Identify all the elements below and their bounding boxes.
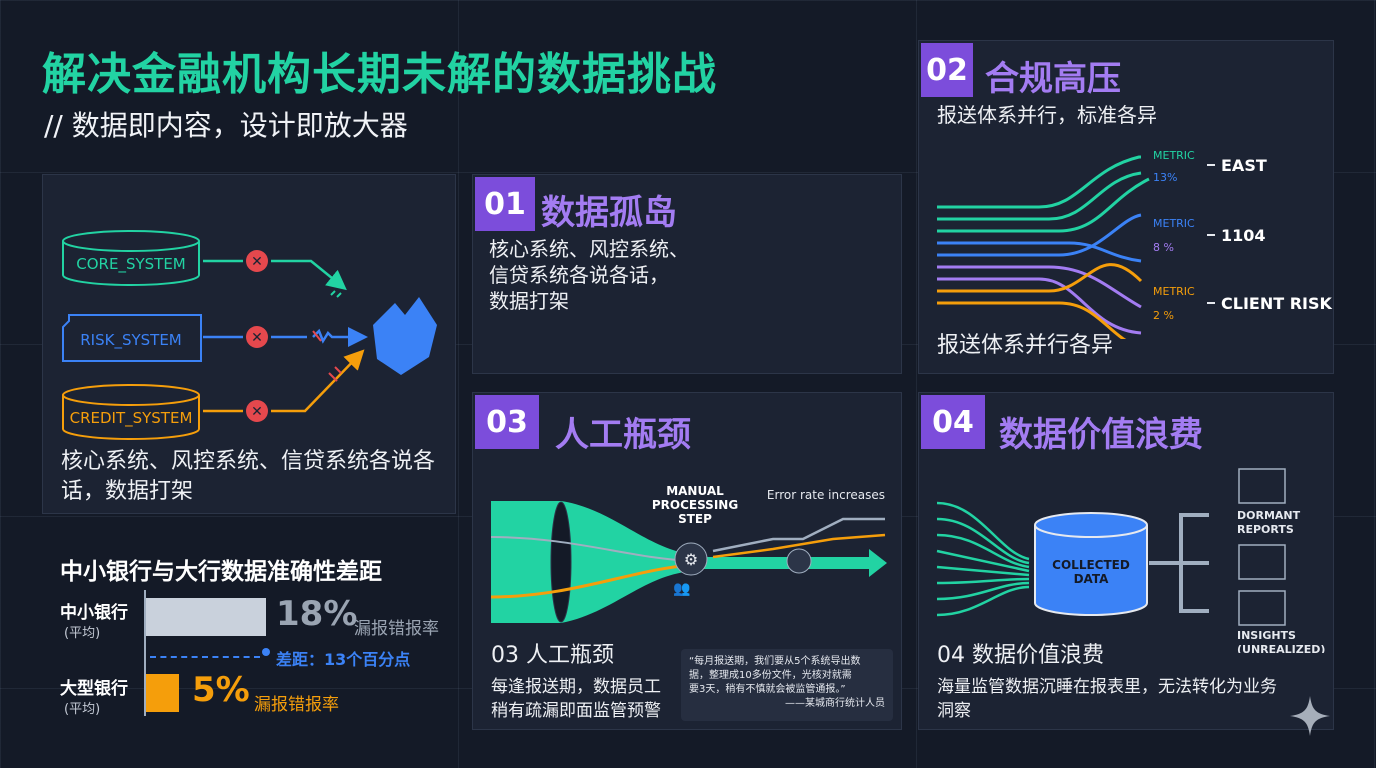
- quote-line-3: 要3天，稍有不慎就会被监管通报。”: [689, 684, 846, 695]
- report-doc-icon: [1238, 590, 1286, 626]
- card-04-desc-1: 海量监管数据沉睡在报表里，无法转化为业务: [937, 677, 1277, 697]
- risk-system-label: RISK_SYSTEM: [80, 331, 182, 350]
- page-subtitle: // 数据即内容，设计即放大器: [44, 109, 408, 142]
- wasted-value-diagram: COLLECTED DATA DORMANT REPORTS INSIGHTS …: [936, 468, 1325, 653]
- sparkle-icon: [1290, 696, 1330, 736]
- card-04-subtitle: 04 数据价值浪费: [937, 643, 1104, 668]
- small-bank-desc: 漏报错报率: [354, 619, 439, 639]
- svg-text:⚙: ⚙: [684, 550, 698, 569]
- small-bank-label: 中小银行: [60, 603, 128, 623]
- quote-author: ——某城商行统计人员: [785, 698, 885, 709]
- accuracy-section: 中小银行与大行数据准确性差距 中小银行 (平均) 18% 漏报错报率 差距：13…: [42, 532, 456, 732]
- target-1104: 1104: [1221, 226, 1266, 245]
- error-point-icon: [786, 548, 812, 574]
- large-bank-label: 大型银行: [60, 679, 128, 699]
- card-01-number: 01: [475, 177, 535, 231]
- people-icon: 👥: [673, 581, 690, 597]
- silo-caption: 核心系统、风控系统、信贷系统各说各话，数据打架: [61, 449, 436, 504]
- card-02-desc: 报送体系并行，标准各异: [937, 103, 1157, 127]
- card-03-desc-1: 每逢报送期，数据员工: [491, 677, 661, 697]
- error-rate-label: Error rate increases: [767, 488, 885, 502]
- page-title: 解决金融机构长期未解的数据挑战: [42, 49, 717, 100]
- large-bank-value: 5%: [192, 670, 250, 710]
- small-bank-bar: [146, 598, 266, 636]
- small-bank-value: 18%: [276, 594, 358, 634]
- card-04-number: 04: [921, 395, 985, 449]
- quote-line-1: “每月报送期，我们要从5个系统导出数: [689, 656, 861, 667]
- error-x-icon: ✕: [246, 250, 268, 272]
- out-top-2: REPORTS: [1237, 523, 1294, 536]
- large-bank-desc: 漏报错报率: [254, 695, 339, 715]
- card-03-desc-2: 稍有疏漏即面监管预警: [491, 701, 661, 721]
- gear-icon: [674, 542, 708, 576]
- core-system-label: CORE_SYSTEM: [76, 255, 185, 274]
- error-x-icon: ✕: [246, 326, 268, 348]
- metric-value-1: 13%: [1153, 171, 1177, 184]
- card-03-number: 03: [475, 395, 539, 449]
- gap-label: 差距：13个百分点: [276, 650, 411, 669]
- card-01-line-1: 核心系统、风控系统、: [489, 237, 689, 261]
- credit-system-db: CREDIT_SYSTEM: [62, 384, 200, 440]
- svg-text:✕: ✕: [251, 404, 263, 420]
- card-01-line-2: 信贷系统各说各话，: [489, 263, 669, 287]
- credit-system-label: CREDIT_SYSTEM: [70, 409, 193, 428]
- step-label-2: PROCESSING: [652, 498, 738, 512]
- svg-text:✕: ✕: [251, 254, 263, 270]
- target-east: EAST: [1221, 156, 1267, 175]
- target-client-risk: CLIENT RISK: [1221, 294, 1332, 313]
- out-top-1: DORMANT: [1237, 509, 1301, 522]
- card-02-number: 02: [921, 43, 973, 97]
- error-x-icon: ✕: [246, 400, 268, 422]
- large-bank-sub: (平均): [64, 702, 101, 717]
- core-system-db: CORE_SYSTEM: [62, 230, 200, 286]
- silo-diagram: CORE_SYSTEM RISK_SYSTEM CREDIT_SYSTEM ✕ …: [62, 230, 437, 440]
- card-02-title: 合规高压: [985, 59, 1121, 99]
- silo-diagram-panel: CORE_SYSTEM RISK_SYSTEM CREDIT_SYSTEM ✕ …: [42, 174, 456, 514]
- card-02-panel: 02 合规高压 报送体系并行，标准各异 METRIC 13% METRIC 8 …: [918, 40, 1334, 374]
- quote-line-2: 据，整理成10多份文件，光核对就需: [689, 670, 852, 681]
- metric-label-1: METRIC: [1153, 149, 1195, 162]
- risk-system-db: RISK_SYSTEM: [62, 314, 202, 362]
- out-bottom-2: (UNREALIZED): [1237, 643, 1325, 653]
- card-01-title: 数据孤岛: [541, 193, 677, 233]
- card-03-title: 人工瓶颈: [555, 415, 691, 455]
- card-03-panel: 03 人工瓶颈 ⚙ 👥 MANUAL PROCESSING STEP Error…: [472, 392, 902, 730]
- collected-data-db: COLLECTED DATA: [1034, 512, 1148, 616]
- bottleneck-diagram: ⚙ 👥 MANUAL PROCESSING STEP Error rate in…: [490, 484, 887, 623]
- metric-label-3: METRIC: [1153, 285, 1195, 298]
- metric-label-2: METRIC: [1153, 217, 1195, 230]
- quote-box: “每月报送期，我们要从5个系统导出数 据，整理成10多份文件，光核对就需 要3天…: [681, 649, 893, 721]
- report-doc-icon: [1238, 468, 1286, 504]
- out-bottom-1: INSIGHTS: [1237, 629, 1296, 642]
- svg-text:✕: ✕: [251, 330, 263, 346]
- metric-value-2: 8 %: [1153, 241, 1174, 254]
- step-label-3: STEP: [678, 512, 712, 526]
- card-02-caption: 报送体系并行各异: [937, 333, 1114, 358]
- db-label-2: DATA: [1074, 572, 1110, 586]
- report-doc-icon: [1238, 544, 1286, 580]
- step-label-1: MANUAL: [666, 484, 724, 498]
- broken-data-shape-icon: [373, 297, 437, 375]
- card-04-panel: 04 数据价值浪费 COLLECTED DATA DO: [918, 392, 1334, 730]
- report-flow-diagram: METRIC 13% METRIC 8 % METRIC 2 % EAST 11…: [937, 149, 1332, 339]
- accuracy-title: 中小银行与大行数据准确性差距: [60, 559, 382, 585]
- large-bank-bar: [146, 674, 180, 712]
- metric-value-3: 2 %: [1153, 309, 1174, 322]
- gap-dot: [262, 648, 270, 656]
- card-04-desc-2: 洞察: [937, 701, 971, 721]
- gap-dash: [150, 656, 260, 658]
- db-label-1: COLLECTED: [1052, 558, 1130, 572]
- card-01-panel: 01 数据孤岛 核心系统、风控系统、 信贷系统各说各话， 数据打架: [472, 174, 902, 374]
- axis-line: [144, 590, 146, 716]
- card-04-title: 数据价值浪费: [999, 415, 1203, 455]
- card-01-line-3: 数据打架: [489, 289, 569, 313]
- small-bank-sub: (平均): [64, 626, 101, 641]
- card-03-subtitle: 03 人工瓶颈: [491, 643, 614, 668]
